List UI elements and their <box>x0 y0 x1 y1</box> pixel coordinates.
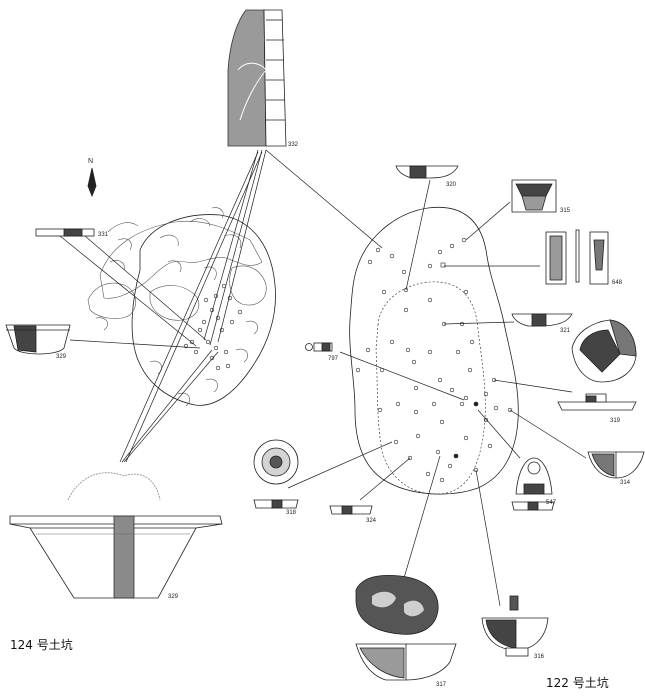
artifact-329-small <box>5 324 71 355</box>
artifact-321 <box>511 313 573 327</box>
artifact-317 <box>355 574 457 681</box>
artifact-316-number: 316 <box>534 654 545 660</box>
plate-fragment <box>571 319 637 383</box>
artifact-329-small-number: 329 <box>56 354 67 360</box>
artifact-319 <box>557 393 637 411</box>
pit-122-label: 122 号土坑 <box>546 676 609 690</box>
artifact-319-number: 319 <box>610 418 621 424</box>
artifact-315 <box>511 179 557 213</box>
artifact-331-number: 331 <box>98 232 109 238</box>
north-label: N <box>88 158 93 165</box>
artifact-315-number: 315 <box>560 208 571 214</box>
artifact-547-number: 547 <box>546 500 557 506</box>
artifact-797 <box>305 342 333 352</box>
artifact-318 <box>253 439 299 509</box>
pit-122-plan <box>349 206 519 495</box>
artifact-332-number: 332 <box>288 142 299 148</box>
artifact-316 <box>481 595 549 657</box>
artifact-648 <box>545 229 609 285</box>
artifact-318-number: 318 <box>286 510 297 516</box>
artifact-321-number: 321 <box>560 328 571 334</box>
artifact-324 <box>329 505 373 515</box>
artifact-329-large-number: 329 <box>168 594 179 600</box>
artifact-648-number: 648 <box>612 280 623 286</box>
artifact-331 <box>35 228 95 237</box>
artifact-324-number: 324 <box>366 518 377 524</box>
artifact-320 <box>395 165 459 179</box>
pit-124-plan <box>87 207 276 407</box>
artifact-547 <box>511 457 555 511</box>
pit-124-label: 124 号土坑 <box>10 638 73 652</box>
artifact-332 <box>227 9 287 147</box>
pit-124-leader-lines <box>59 149 383 463</box>
artifact-317-number: 317 <box>436 682 447 688</box>
artifact-797-number: 797 <box>328 356 339 362</box>
artifact-314 <box>587 451 645 479</box>
north-arrow <box>87 167 97 198</box>
artifact-314-number: 314 <box>620 480 631 486</box>
artifact-320-number: 320 <box>446 182 457 188</box>
artifact-329-large <box>9 472 223 599</box>
pit-122-leader-lines <box>287 179 587 607</box>
